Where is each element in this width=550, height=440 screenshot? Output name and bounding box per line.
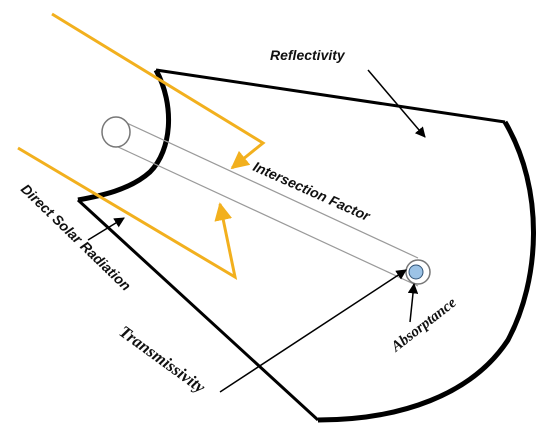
collector-far-rim xyxy=(317,120,536,423)
lower-ray xyxy=(17,146,238,281)
tube-bottom-line xyxy=(115,145,419,287)
collector-near-rim xyxy=(77,68,172,203)
collector-top-edge xyxy=(155,68,506,124)
label-intersection-factor: Intersection Factor xyxy=(251,158,374,225)
collector-bottom-edge xyxy=(76,198,320,422)
annotation-arrows xyxy=(87,69,426,393)
label-transmissivity: Transmissivity xyxy=(116,322,210,397)
collector-outline xyxy=(76,68,536,423)
transmissivity-arrow xyxy=(219,269,407,393)
solar-rays xyxy=(17,12,266,281)
absorptance-arrow xyxy=(407,282,419,323)
label-reflectivity: Reflectivity xyxy=(270,47,346,63)
direct-solar-radiation-arrow xyxy=(87,217,125,241)
label-absorptance: Absorptance xyxy=(388,295,460,356)
tube-top-line xyxy=(115,117,419,259)
tube-front-end xyxy=(101,116,131,148)
absorber-pipe xyxy=(408,264,424,280)
receiver-tube xyxy=(101,116,431,287)
reflectivity-arrow xyxy=(367,69,426,138)
upper-ray xyxy=(51,12,266,170)
